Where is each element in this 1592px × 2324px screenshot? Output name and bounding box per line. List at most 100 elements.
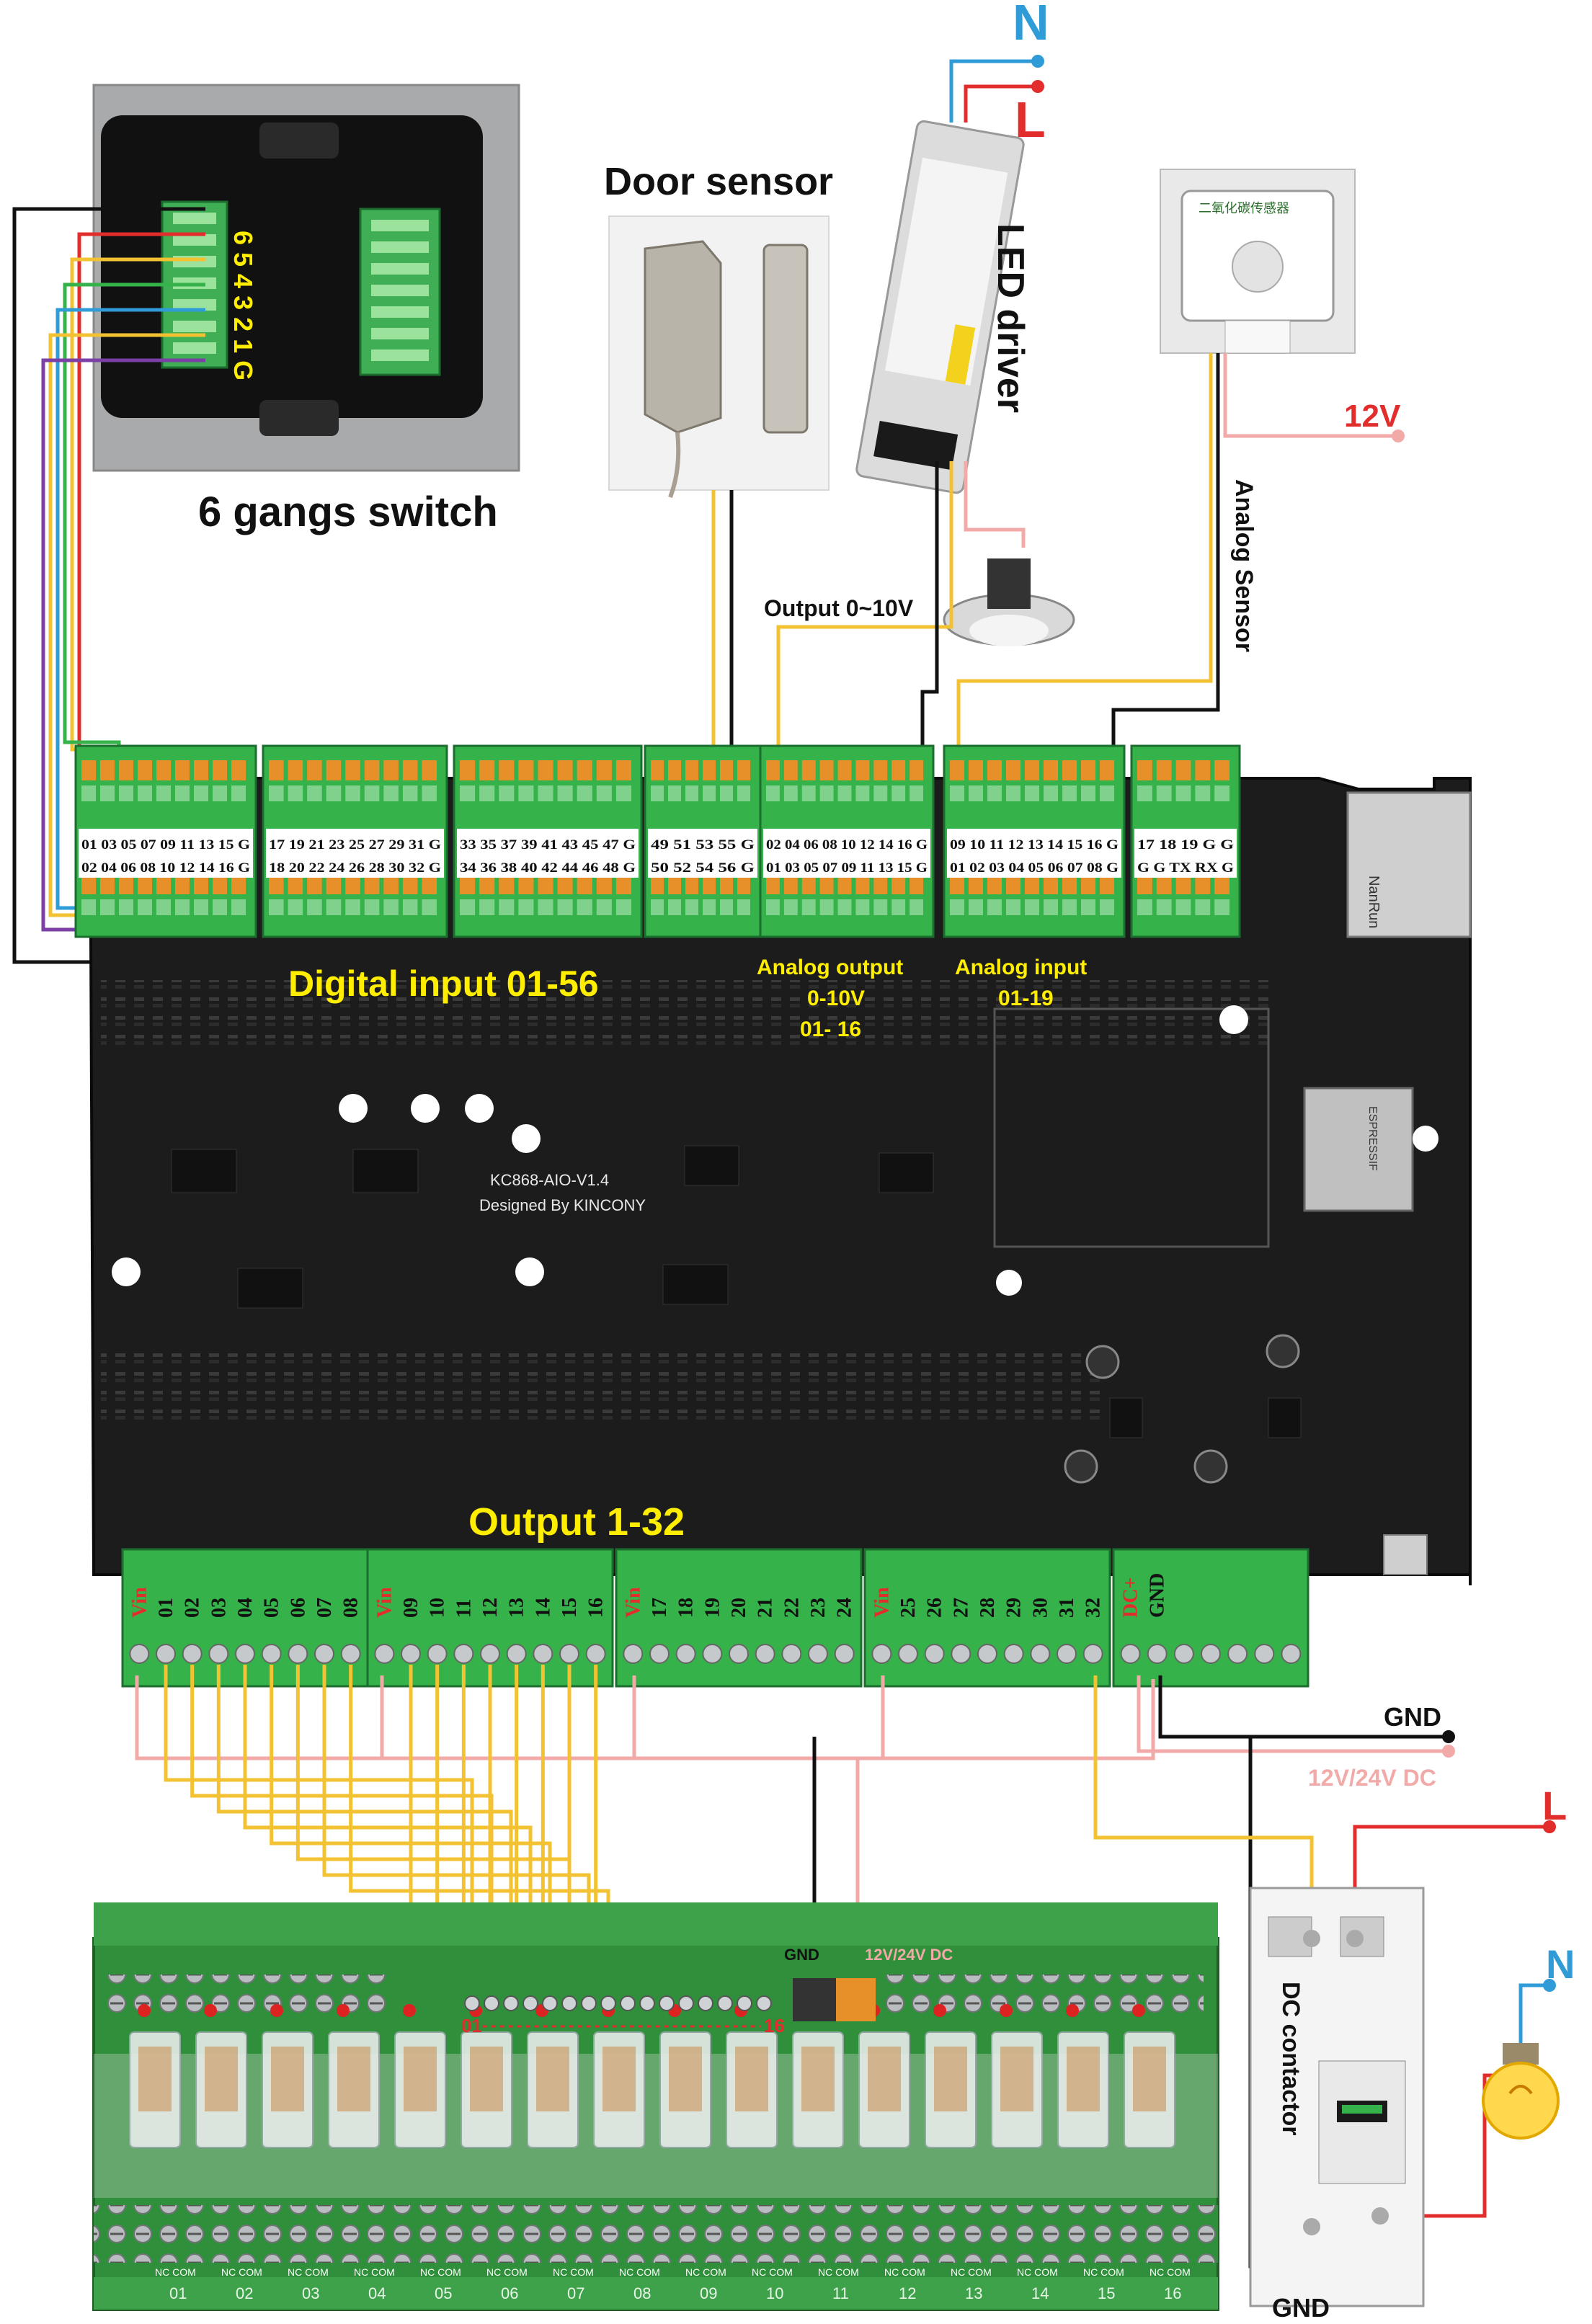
- relay-contact-label: NC COM: [1083, 2266, 1124, 2278]
- input-block-7: 17 18 19 G GG G TX RX G: [1130, 744, 1241, 938]
- dc-contactor-label: DC contactor: [1277, 1982, 1304, 2135]
- relay-contact-label: NC COM: [1149, 2266, 1191, 2278]
- output-pin-label: 23: [807, 1598, 830, 1618]
- relay-input-screw: [659, 1995, 675, 2011]
- input-block-bottom-pins: 02 04 06 08 10 12 14 16 G: [81, 860, 250, 876]
- relay-modules: [129, 2004, 1175, 2148]
- sensor-title: 二氧化碳传感器: [1199, 201, 1289, 215]
- relay-supply-label: 12V/24V DC: [865, 1946, 953, 1964]
- relay-contact-label: NC COM: [752, 2266, 793, 2278]
- input-block-bottom-pins: G G TX RX G: [1137, 860, 1234, 876]
- relay-4: [328, 2004, 380, 2148]
- l-label-right: L: [1542, 1783, 1567, 1828]
- relay-contact-label: NC COM: [884, 2266, 925, 2278]
- output-pin-label: 17: [649, 1598, 671, 1618]
- relay-input-screw: [678, 1995, 694, 2011]
- relay-input-terminals: [464, 1995, 772, 2011]
- relay-number: 11: [832, 2284, 849, 2302]
- relay-5: [394, 2004, 446, 2148]
- output-1-32-label: Output 1-32: [468, 1500, 685, 1544]
- relay-number: 03: [302, 2284, 319, 2302]
- analog-input-label-2: 01-19: [998, 987, 1054, 1010]
- relay-input-screw: [717, 1995, 733, 2011]
- relay-6: [461, 2004, 512, 2148]
- input-block-top-pins: 09 10 11 12 13 14 15 16 G: [950, 837, 1119, 852]
- board-model: KC868-AIO-V1.4: [490, 1171, 609, 1189]
- input-block-top-pins: 17 19 21 23 25 27 29 31 G: [269, 837, 441, 852]
- output-pin-label: DC+: [1120, 1577, 1142, 1618]
- output-pin-label: 20: [728, 1598, 750, 1618]
- output-pin-label: 15: [559, 1598, 581, 1618]
- analog-output-label-3: 01- 16: [800, 1018, 861, 1041]
- relay-8: [593, 2004, 645, 2148]
- relay-last-label: 16: [764, 2015, 785, 2036]
- dc-contactor: [1249, 1887, 1425, 2307]
- output-pin-label: 06: [287, 1598, 309, 1618]
- relay-contact-label: NC COM: [553, 2266, 594, 2278]
- output-pin-label: Vin: [373, 1587, 396, 1618]
- input-block-bottom-pins: 50 52 54 56 G: [651, 860, 755, 876]
- output-pin-label: 22: [781, 1598, 803, 1618]
- output-pin-label: 16: [585, 1598, 608, 1618]
- output-pin-label: 03: [208, 1598, 230, 1618]
- output-pin-label: 02: [182, 1598, 204, 1618]
- input-block-4: 49 51 53 55 G 50 52 54 56 G: [644, 744, 762, 938]
- output-pin-label: 04: [234, 1598, 257, 1618]
- relay-input-screw: [561, 1995, 577, 2011]
- input-block-2: 17 19 21 23 25 27 29 31 G 18 20 22 24 26 …: [262, 744, 448, 938]
- n-label-right: N: [1546, 1941, 1575, 1987]
- relay-input-screw: [698, 1995, 713, 2011]
- output-pin-label: 11: [453, 1599, 475, 1618]
- input-terminal-blocks: 01 03 05 07 09 11 13 15 G 02 04 06 08 10 …: [74, 744, 1241, 938]
- input-block-top-pins: 01 03 05 07 09 11 13 15 G: [81, 837, 250, 852]
- co2-sensor: 二氧化碳传感器: [1160, 169, 1356, 354]
- output-0-10v-label: Output 0~10V: [764, 595, 914, 621]
- relay-1: [129, 2004, 181, 2148]
- output-pin-label: 28: [977, 1598, 999, 1618]
- relay-contact-label: NC COM: [1017, 2266, 1058, 2278]
- switch-label: 6 gangs switch: [198, 489, 498, 535]
- relay-contact-label: NC COM: [354, 2266, 395, 2278]
- relay-contact-label: NC COM: [155, 2266, 196, 2278]
- analog-input-label-1: Analog input: [955, 956, 1087, 979]
- l-label-top: L: [1015, 92, 1046, 148]
- relay-contact-label: NC COM: [685, 2266, 726, 2278]
- relay-number: 12: [899, 2284, 916, 2302]
- relay-first-label: 01: [461, 2015, 482, 2036]
- output-pin-label: 25: [897, 1598, 920, 1618]
- input-block-1: 01 03 05 07 09 11 13 15 G 02 04 06 08 10 …: [74, 744, 257, 938]
- relay-contact-label: NC COM: [818, 2266, 859, 2278]
- downlight-icon: [943, 558, 1075, 646]
- led-driver-label: LED driver: [990, 223, 1031, 413]
- input-block-bottom-pins: 18 20 22 24 26 28 30 32 G: [269, 860, 441, 876]
- relay-number: 16: [1164, 2284, 1181, 2302]
- output-pin-label: 09: [400, 1598, 422, 1618]
- relay-3: [262, 2004, 313, 2148]
- relay-number: 06: [501, 2284, 518, 2302]
- relay-gnd-label: GND: [784, 1946, 819, 1964]
- relay-15: [1057, 2004, 1109, 2148]
- relay-number: 09: [700, 2284, 717, 2302]
- output-pin-label: 01: [155, 1598, 177, 1618]
- led-driver: [855, 120, 1025, 494]
- output-pin-label: 12: [479, 1598, 502, 1618]
- relay-contact-label: NC COM: [486, 2266, 528, 2278]
- relay-7: [527, 2004, 579, 2148]
- light-bulb-icon: [1482, 2043, 1560, 2140]
- gnd-bottom-label: GND: [1272, 2293, 1330, 2323]
- digital-input-label: Digital input 01-56: [288, 963, 599, 1004]
- input-block-6: 09 10 11 12 13 14 15 16 G 01 02 03 04 05 …: [943, 744, 1126, 938]
- relay-10: [726, 2004, 778, 2148]
- relay-number: 14: [1031, 2284, 1049, 2302]
- output-pin-label: 26: [924, 1598, 946, 1618]
- input-block-top-pins: 49 51 53 55 G: [651, 837, 755, 852]
- relay-number: 07: [567, 2284, 584, 2302]
- output-pin-label: 31: [1056, 1598, 1078, 1618]
- kc868-board: ESPRESSIF NanRun KC868-AIO-V1.4 Designed…: [88, 777, 1472, 1585]
- analog-sensor-label: Analog Sensor: [1230, 479, 1258, 652]
- twelve-v-label: 12V: [1344, 399, 1401, 434]
- input-block-bottom-pins: 01 02 03 04 05 06 07 08 G: [950, 860, 1119, 876]
